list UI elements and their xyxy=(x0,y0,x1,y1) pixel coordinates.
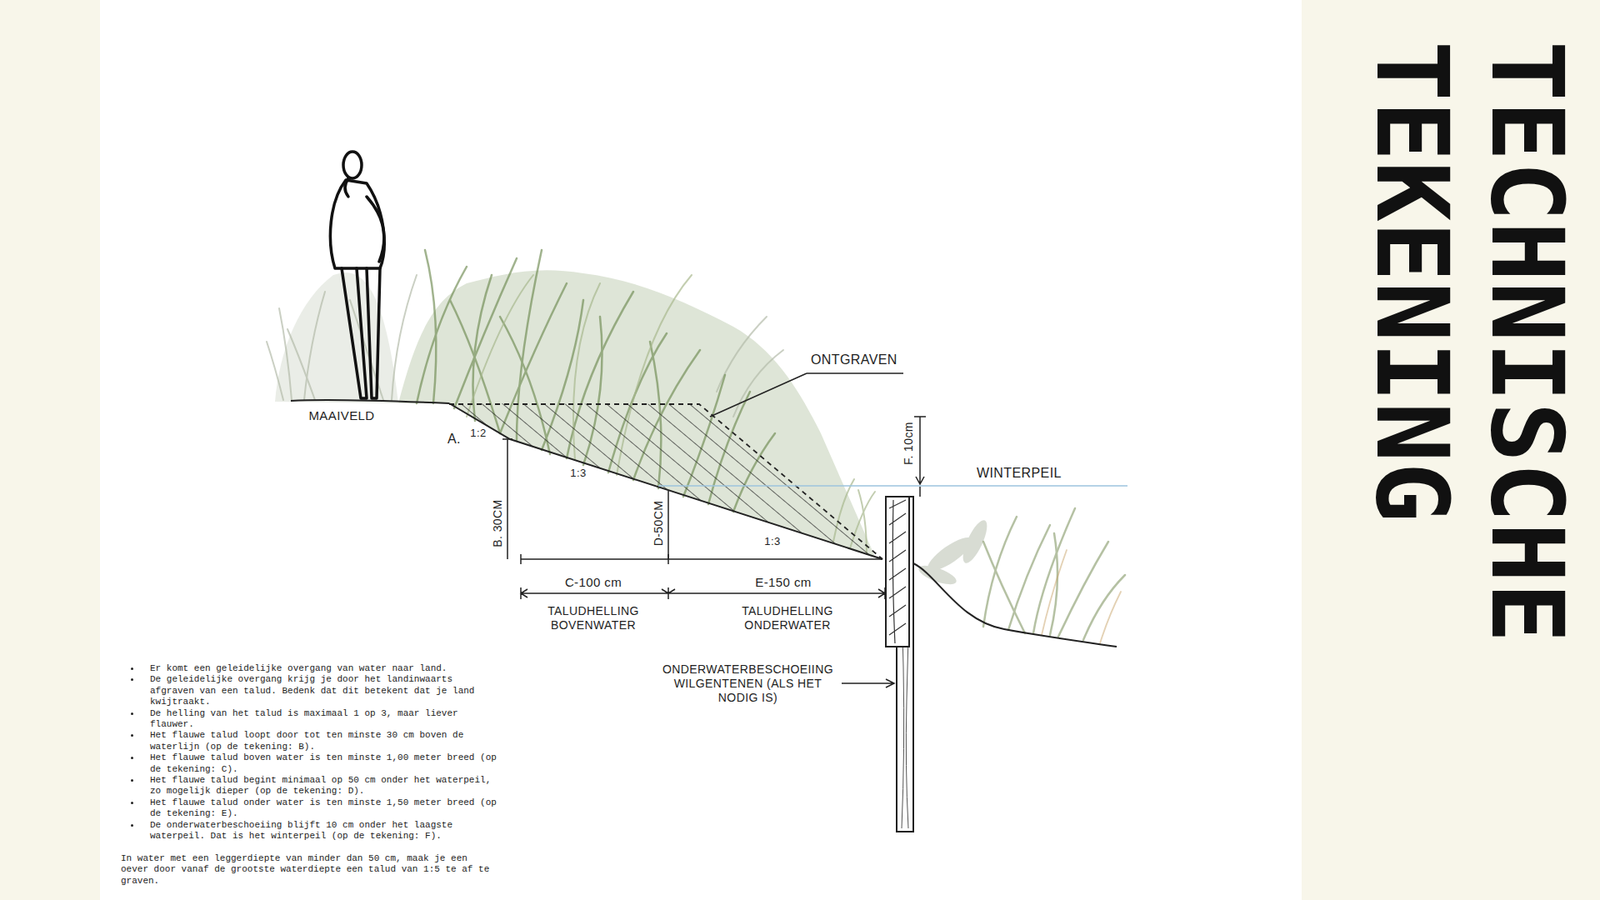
sheet xyxy=(100,0,1302,900)
bullet-dot xyxy=(130,712,134,715)
bullet-dot xyxy=(130,678,134,681)
bullet-item: Het flauwe talud boven water is ten mins… xyxy=(120,752,498,775)
water-level-line xyxy=(658,485,1128,487)
dimension-label: E-150 cm xyxy=(752,575,814,590)
bullet-item: Het flauwe talud loopt door tot ten mins… xyxy=(120,730,498,753)
bullet-dot xyxy=(130,756,134,760)
water-level-label: WINTERPEIL xyxy=(976,465,1062,481)
person-figure xyxy=(330,151,385,399)
bullet-dot xyxy=(130,734,134,737)
note-text: De geleidelijke overgang krijg je door h… xyxy=(150,674,498,708)
bullet-item: De onderwaterbeschoeiing blijft 10 cm on… xyxy=(120,820,498,843)
callout-label: ONDERWATERBESCHOEIING WILGENTENEN (ALS H… xyxy=(658,662,838,705)
note-text: Het flauwe talud onder water is ten mins… xyxy=(150,797,498,820)
notes-block: Er komt een geleidelijke overgang van wa… xyxy=(120,663,498,887)
bullet-item: Het flauwe talud begint minimaal op 50 c… xyxy=(120,775,498,798)
bullet-dot xyxy=(130,824,134,827)
note-text: Het flauwe talud loopt door tot ten mins… xyxy=(150,730,498,753)
dimension-label: F. 10cm xyxy=(901,421,916,465)
bullet-item: De helling van het talud is maximaal 1 o… xyxy=(120,708,498,731)
note-text: De onderwaterbeschoeiing blijft 10 cm on… xyxy=(150,820,498,843)
vegetation xyxy=(266,250,1125,644)
dimension-line xyxy=(502,439,513,560)
dimension-caption: TALUDHELLING ONDERWATER xyxy=(733,604,842,633)
bullet-item: De geleidelijke overgang krijg je door h… xyxy=(120,674,498,708)
revetment xyxy=(885,496,914,832)
dimension-line xyxy=(667,490,670,560)
excavation-outline xyxy=(449,404,883,560)
excavation-hatch xyxy=(449,403,883,560)
slope-ratio: 1:2 xyxy=(470,426,486,440)
dimension-label: B. 30CM xyxy=(490,499,505,547)
leader-line xyxy=(710,373,904,417)
slope-ratio: 1:3 xyxy=(570,466,586,480)
dimension-line xyxy=(914,416,926,497)
bank-profile xyxy=(913,563,1117,647)
dimension-label: C-100 cm xyxy=(562,575,625,590)
callout-label: ONTGRAVEN xyxy=(810,351,898,368)
note-paragraph: In water met een leggerdiepte van minder… xyxy=(120,853,492,887)
page-title: TECHNISCHE TEKENING xyxy=(1354,40,1585,675)
bullet-dot xyxy=(130,801,134,805)
note-text: Het flauwe talud boven water is ten mins… xyxy=(150,752,498,775)
bullet-item: Er komt een geleidelijke overgang van wa… xyxy=(120,663,498,675)
dimension-caption: TALUDHELLING BOVENWATER xyxy=(539,604,648,633)
note-text: Er komt een geleidelijke overgang van wa… xyxy=(150,663,498,675)
bullet-dot xyxy=(130,779,134,782)
dimension-line xyxy=(520,554,883,565)
slope-ratio: 1:3 xyxy=(764,535,780,549)
ground-line xyxy=(290,400,450,404)
leader-line xyxy=(841,679,895,688)
bullet-item: Het flauwe talud onder water is ten mins… xyxy=(120,797,498,820)
bullet-dot xyxy=(130,667,134,670)
ground-label: MAAIVELD xyxy=(308,408,375,424)
slope-line xyxy=(449,403,883,560)
point-label: A. xyxy=(447,430,461,447)
dimension-label: D-50CM xyxy=(651,500,666,547)
note-text: Het flauwe talud begint minimaal op 50 c… xyxy=(150,775,498,798)
note-text: De helling van het talud is maximaal 1 o… xyxy=(150,708,498,731)
